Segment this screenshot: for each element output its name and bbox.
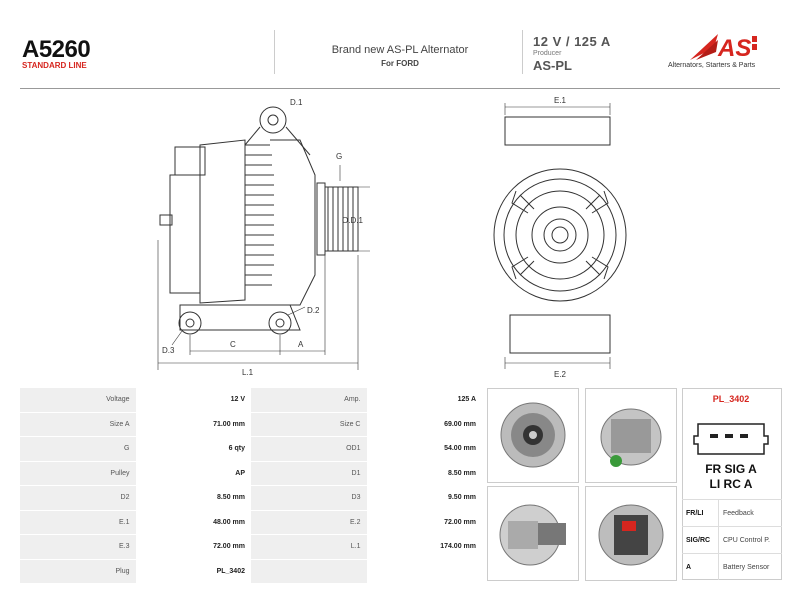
label-g: G bbox=[336, 152, 342, 161]
logo-swoosh-icon bbox=[690, 34, 718, 60]
pin-desc: CPU Control P. bbox=[718, 526, 782, 554]
pin-code: FR/LI bbox=[682, 499, 719, 527]
spec-value: 48.00 mm bbox=[135, 510, 251, 535]
label-d2: D.2 bbox=[307, 306, 320, 315]
alternator-photo-icon bbox=[600, 408, 662, 467]
spec-key: Amp. bbox=[251, 388, 367, 413]
voltage-amp-spec: 12 V / 125 A bbox=[533, 34, 611, 49]
spec-key: D3 bbox=[251, 485, 367, 511]
product-line: STANDARD LINE bbox=[22, 61, 87, 70]
label-d1: D.1 bbox=[290, 98, 303, 107]
alternator-photo-icon bbox=[500, 402, 566, 468]
pin-code: SIG/RC bbox=[682, 526, 719, 554]
spec-value: AP bbox=[135, 461, 251, 486]
producer-label: Producer bbox=[533, 50, 562, 57]
product-photo-rear[interactable] bbox=[585, 486, 677, 581]
product-photo-front[interactable] bbox=[487, 388, 579, 483]
plug-name: PL_3402 bbox=[712, 394, 750, 404]
spec-value: 72.00 mm bbox=[366, 510, 482, 535]
logo-tagline: Alternators, Starters & Parts bbox=[668, 62, 756, 69]
label-a: A bbox=[298, 340, 304, 349]
spec-value: 54.00 mm bbox=[366, 436, 482, 462]
spec-key: D2 bbox=[20, 485, 136, 511]
spec-value: 69.00 mm bbox=[366, 412, 482, 437]
spec-key: E.3 bbox=[20, 534, 136, 560]
spec-key: Plug bbox=[20, 559, 136, 584]
spec-key: Pulley bbox=[20, 461, 136, 486]
pin-desc: Battery Sensor bbox=[718, 553, 782, 580]
producer-name: AS-PL bbox=[533, 58, 572, 73]
header-divider bbox=[274, 30, 275, 74]
spec-key: D1 bbox=[251, 461, 367, 486]
spec-key: G bbox=[20, 436, 136, 462]
plug-connector-icon bbox=[693, 423, 769, 455]
label-od1: O.D.1 bbox=[342, 216, 363, 225]
spec-value bbox=[366, 559, 482, 584]
as-pl-logo: AS bbox=[690, 34, 757, 62]
spec-key: L.1 bbox=[251, 534, 367, 560]
label-l1: L.1 bbox=[242, 368, 254, 377]
spec-key: E.1 bbox=[20, 510, 136, 535]
label-e2: E.2 bbox=[554, 370, 567, 379]
alternator-photo-icon bbox=[499, 504, 566, 566]
pin-code: A bbox=[682, 553, 719, 580]
spec-value: 9.50 mm bbox=[366, 485, 482, 511]
plug-pins-row2: LI RC A bbox=[709, 477, 753, 491]
spec-key: Voltage bbox=[20, 388, 136, 413]
header-divider bbox=[522, 30, 523, 74]
spec-value: 71.00 mm bbox=[135, 412, 251, 437]
spec-value: 125 A bbox=[366, 388, 482, 413]
logo-text: AS bbox=[717, 35, 751, 62]
label-d3: D.3 bbox=[162, 346, 175, 355]
spec-value: 8.50 mm bbox=[366, 461, 482, 486]
spec-key bbox=[251, 559, 367, 584]
product-photo-side[interactable] bbox=[585, 388, 677, 483]
spec-key: Size C bbox=[251, 412, 367, 437]
header-rule bbox=[20, 88, 780, 89]
spec-key: E.2 bbox=[251, 510, 367, 535]
model-number: A5260 bbox=[22, 36, 91, 63]
spec-value: PL_3402 bbox=[135, 559, 251, 584]
spec-value: 6 qty bbox=[135, 436, 251, 462]
alternator-photo-icon bbox=[598, 504, 664, 566]
front-view-drawing: E.1 E.2 bbox=[493, 96, 627, 379]
spec-value: 12 V bbox=[135, 388, 251, 413]
spec-key: OD1 bbox=[251, 436, 367, 462]
product-description: Brand new AS-PL Alternator bbox=[331, 44, 469, 56]
side-view-drawing: D.1 G O.D.1 D.2 D.3 C A L.1 bbox=[157, 98, 370, 377]
pin-desc: Feedback bbox=[718, 499, 782, 527]
product-photo-pulley[interactable] bbox=[487, 486, 579, 581]
plug-pins-row1: FR SIG A bbox=[705, 462, 757, 476]
label-e1: E.1 bbox=[554, 96, 567, 105]
spec-value: 174.00 mm bbox=[366, 534, 482, 560]
label-c: C bbox=[230, 340, 236, 349]
vehicle-application: For FORD bbox=[381, 59, 419, 68]
spec-value: 72.00 mm bbox=[135, 534, 251, 560]
spec-value: 8.50 mm bbox=[135, 485, 251, 511]
spec-key: Size A bbox=[20, 412, 136, 437]
